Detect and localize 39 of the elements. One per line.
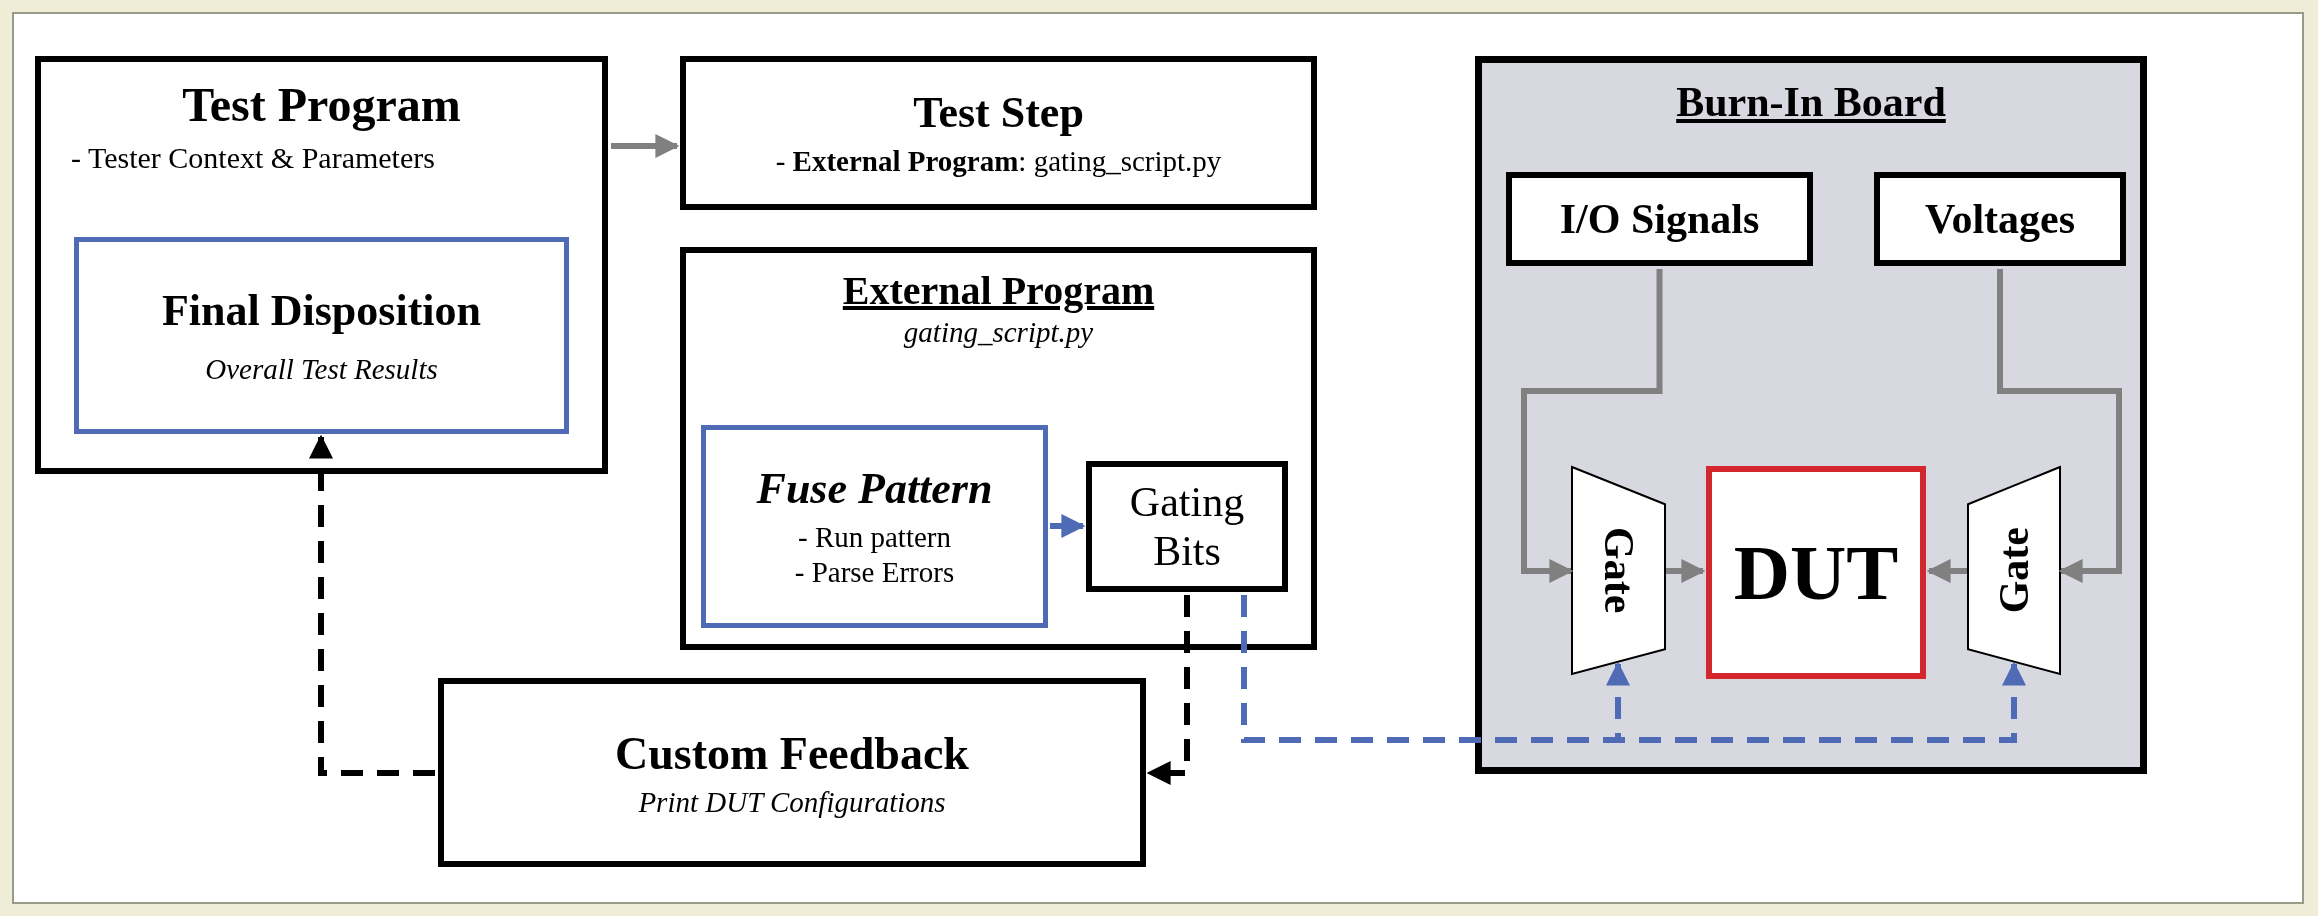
gate-label: Gate [1989, 527, 2038, 614]
node-subtitle: gating_script.py [902, 315, 1095, 350]
node-label: Voltages [1924, 194, 2076, 244]
node-label: DUT [1733, 527, 1899, 618]
connector-arrow [1521, 269, 1663, 583]
connector-arrow [1666, 559, 1706, 583]
connector-arrow [1926, 559, 1967, 583]
connector-arrow [611, 134, 680, 158]
connector-arrow [309, 434, 435, 776]
process-box [680, 56, 1317, 210]
node-body: - External Program: gating_script.py [775, 144, 1222, 179]
connector-arrow [1146, 595, 1190, 785]
process-box [438, 678, 1146, 867]
node-label: I/O Signals [1559, 194, 1760, 244]
node-heading: Final Disposition [161, 284, 482, 337]
process-box [35, 56, 608, 474]
node-subtitle: Print DUT Configurations [638, 784, 946, 820]
process-box [680, 247, 1317, 650]
process-box [1086, 461, 1288, 592]
process-box [1874, 172, 2126, 266]
bullet-text: - Tester Context & Parameters [71, 139, 436, 176]
node-heading: Test Program [181, 77, 462, 133]
connector-arrow [1997, 269, 2122, 583]
bullet-text: - Parse Errors [794, 554, 955, 590]
process-box [74, 237, 569, 434]
process-box [701, 425, 1048, 628]
gate-label: Gate [1594, 527, 1643, 614]
process-box [1506, 172, 1813, 266]
connector-arrow [1050, 514, 1086, 538]
node-subtitle: Overall Test Results [205, 351, 438, 387]
node-heading: Fuse Pattern [756, 463, 993, 516]
board-panel [1475, 56, 2147, 774]
bullet-text: - Run pattern [798, 520, 951, 555]
node-heading: Test Step [913, 87, 1084, 140]
node-heading: Custom Feedback [615, 726, 969, 781]
device-box [1706, 466, 1926, 679]
node-heading: External Program [841, 267, 1156, 315]
node-label: Gating Bits [1128, 478, 1246, 575]
board-heading: Burn-In Board [1675, 78, 1947, 127]
